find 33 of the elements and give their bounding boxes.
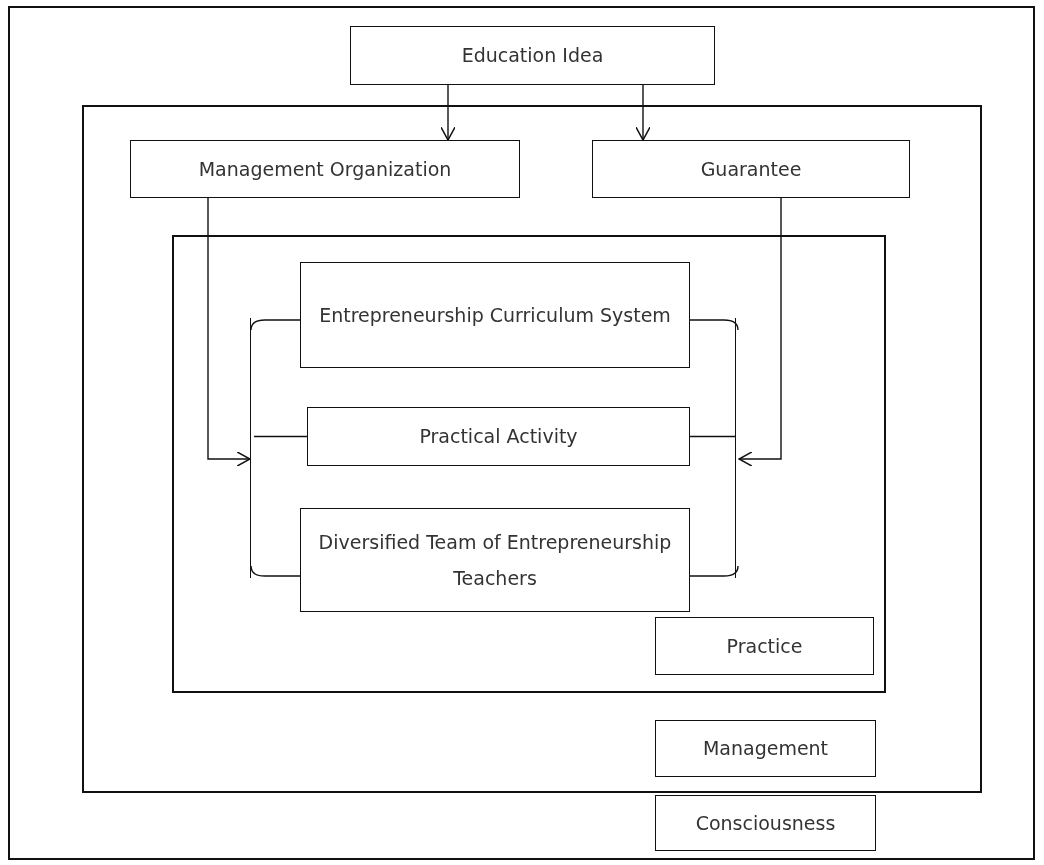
connector-line [689,565,739,577]
connector-line [689,435,736,438]
box-label: Practical Activity [419,424,578,450]
group-frame [172,235,886,693]
process-box [300,508,690,612]
box-label: Entrepreneurship Curriculum System [319,302,671,328]
group-frame [82,105,982,793]
process-box [350,26,715,85]
connector-line [689,319,739,331]
process-box [655,617,874,675]
box-label: Management Organization [198,156,452,182]
connector-line [250,319,301,331]
process-box [300,262,690,368]
process-box [130,140,520,198]
connector-line [250,565,301,577]
connector-line [253,435,308,438]
box-label: Education Idea [461,43,604,69]
process-box [655,795,876,851]
bracket-line [250,318,254,578]
arrow [738,197,782,467]
box-label: Practice [726,633,803,659]
box-label: Guarantee [700,156,802,182]
process-box [655,720,876,777]
box-label: Management [702,736,829,762]
arrow [207,197,251,467]
arrow [440,84,456,141]
box-label: Diversified Team of Entrepreneurship Teachers [317,529,673,591]
process-box [307,407,690,466]
box-label: Consciousness [695,810,836,836]
arrow [635,84,651,141]
group-frame [8,6,1035,860]
process-box [592,140,910,198]
bracket-line [735,318,739,578]
